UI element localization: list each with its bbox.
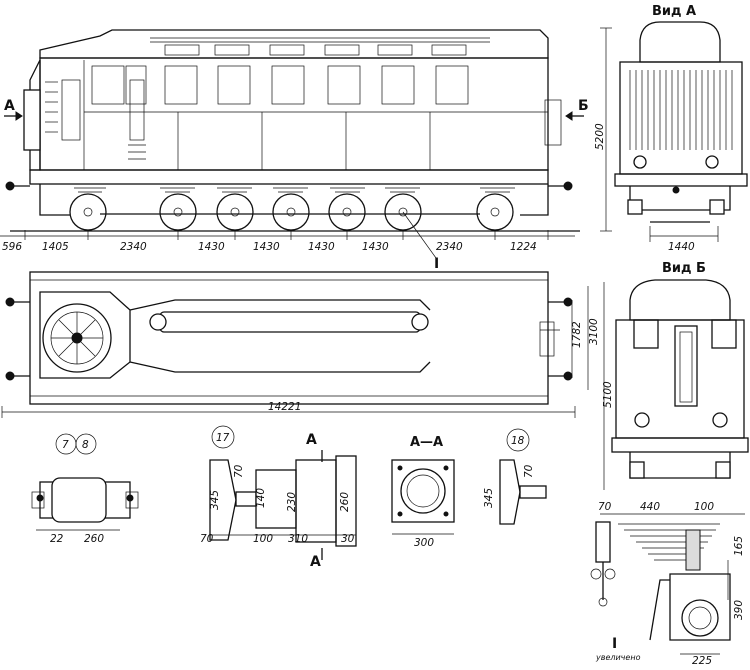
dim-22: 22 [50, 533, 64, 545]
dim-1405: 1405 [42, 241, 69, 253]
dim-140-part17: 140 [255, 488, 267, 508]
dim-70-part18: 70 [523, 464, 535, 478]
dim-70-detail: 70 [598, 501, 612, 513]
view-b-title: Вид Б [662, 261, 706, 276]
dim-70-len: 70 [200, 533, 214, 545]
dim-345-part18: 345 [483, 488, 495, 508]
section-aa: А—А 300 [391, 435, 455, 549]
side-elevation [5, 29, 580, 232]
detail-caption: увеличено [595, 653, 641, 662]
part-17: 17 А 345 70 140 230 260 70 100 310 30 А [200, 425, 357, 570]
dim-225: 225 [692, 655, 712, 667]
arrow-b-label: Б [578, 98, 589, 114]
arrow-a-label: А [4, 98, 15, 114]
dim-1224: 1224 [510, 241, 537, 253]
dim-1430-b: 1430 [253, 241, 280, 253]
dim-260-part78: 260 [84, 533, 104, 545]
view-arrows: А Б [4, 98, 589, 121]
detail-one: 70 440 100 165 390 225 I увеличено [590, 501, 745, 667]
dim-1782: 1782 [571, 321, 583, 348]
plan-view: 14221 1782 3100 [1, 271, 600, 418]
dim-300: 300 [414, 537, 434, 549]
dim-390: 390 [733, 600, 745, 620]
view-a: Вид А 1440 [614, 4, 748, 253]
detail-numeral: I [612, 636, 617, 652]
dim-3100: 3100 [588, 318, 600, 345]
dim-1430-d: 1430 [362, 241, 389, 253]
view-a-title: Вид А [652, 4, 696, 19]
side-dimensions: 596 1405 2340 1430 1430 1430 1430 2340 1… [0, 27, 612, 272]
dim-1430-a: 1430 [198, 241, 225, 253]
dim-70-part17: 70 [233, 464, 245, 478]
part-17-number: 17 [216, 432, 230, 444]
dim-345-part17: 345 [209, 490, 221, 510]
dim-100-detail: 100 [694, 501, 714, 513]
section-aa-title: А—А [410, 435, 443, 450]
dim-14221: 14221 [268, 401, 301, 413]
part-18: 18 345 70 [483, 428, 547, 525]
part-7-number: 7 [62, 439, 69, 451]
view-b: Вид Б 5100 [602, 261, 749, 490]
dim-30-len: 30 [341, 533, 355, 545]
dim-440-detail: 440 [640, 501, 660, 513]
part-7-8: 7 8 22 260 [31, 433, 139, 545]
dim-100-len: 100 [253, 533, 273, 545]
section-mark-top: А [306, 432, 317, 448]
dim-5100: 5100 [602, 381, 614, 408]
part-8-number: 8 [82, 439, 89, 451]
dim-2340-a: 2340 [120, 241, 147, 253]
dim-230-part17: 230 [286, 492, 298, 512]
dim-1440: 1440 [668, 241, 695, 253]
dim-310-len: 310 [288, 533, 308, 545]
dim-260-part17: 260 [339, 492, 351, 512]
dim-2340-b: 2340 [436, 241, 463, 253]
dim-1430-c: 1430 [308, 241, 335, 253]
callout-one: I [434, 256, 439, 272]
dim-5200: 5200 [594, 123, 606, 150]
dim-165: 165 [733, 536, 745, 556]
section-mark-bottom: А [310, 554, 321, 570]
part-18-number: 18 [511, 435, 525, 447]
dim-596: 596 [2, 241, 22, 253]
